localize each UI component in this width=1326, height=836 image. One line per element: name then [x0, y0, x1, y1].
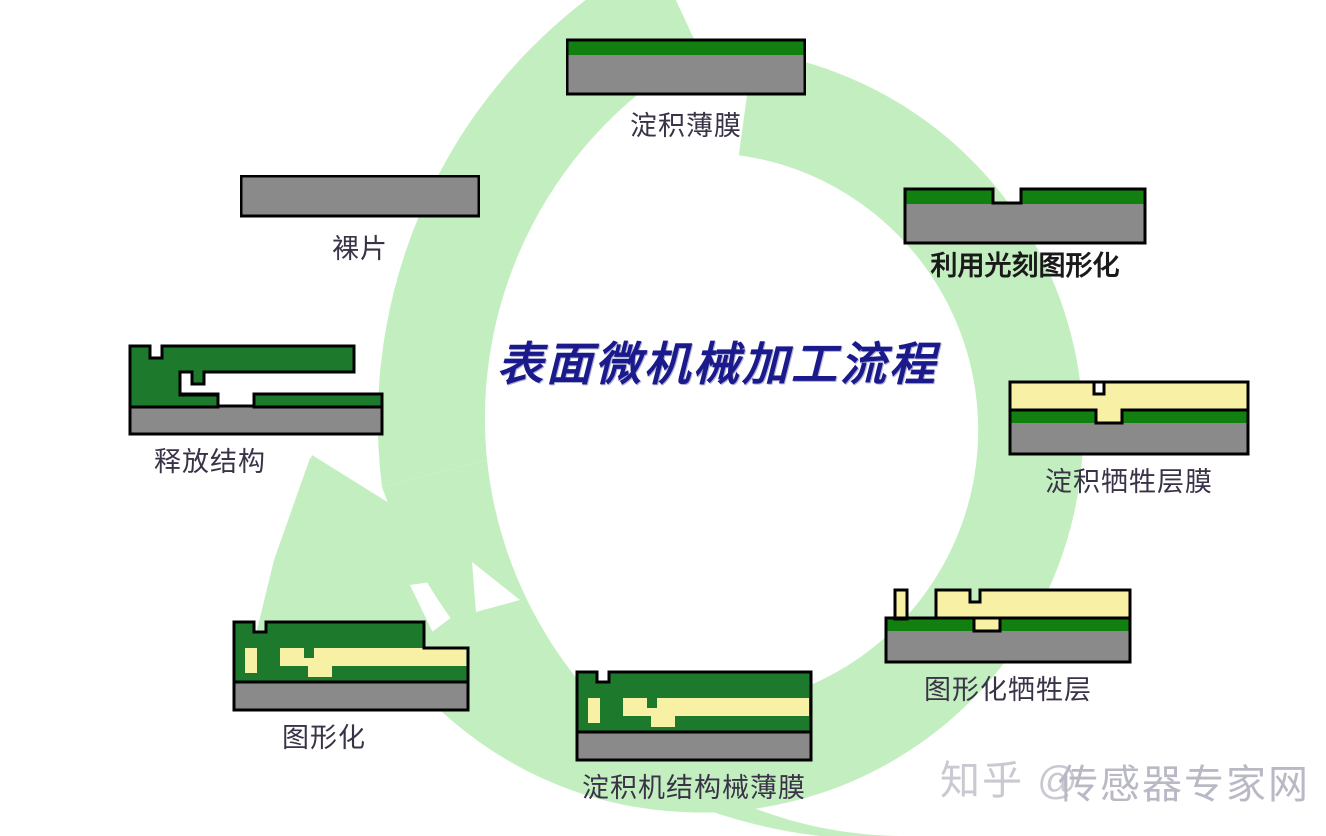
film-segment-right: [1021, 189, 1145, 204]
base-film-right: [252, 392, 384, 409]
step-deposit-sacrificial-film: 淀积牺牲层膜: [1008, 380, 1250, 497]
film-segment-left: [905, 189, 993, 204]
sacrificial-pillar: [893, 588, 909, 621]
step-deposit-structural-film: 淀积机结构械薄膜: [575, 670, 813, 803]
step-bare-die: 裸片: [239, 174, 481, 264]
deposit-sacrificial-figure: [1008, 380, 1250, 456]
film-segment-right: [1000, 618, 1130, 631]
substrate-layer: [905, 203, 1145, 243]
substrate-layer: [577, 732, 811, 760]
stack-outline: [903, 187, 1147, 245]
step-release-structure: 释放结构: [128, 344, 384, 477]
pattern-litho-figure: [903, 187, 1147, 245]
stack-outline: [565, 38, 807, 96]
sacrificial-island: [280, 648, 466, 677]
step-deposit-film: 淀积薄膜: [565, 38, 807, 141]
step-label-deposit-structural: 淀积机结构械薄膜: [582, 773, 806, 803]
film-segment-left: [886, 618, 974, 631]
released-beam: [128, 344, 356, 409]
substrate-layer: [567, 54, 805, 94]
step-label-release-structure: 释放结构: [154, 447, 266, 477]
watermark-zhihu: 知乎 @: [940, 759, 1080, 803]
step-label-deposit-sacrificial: 淀积牺牲层膜: [1045, 467, 1213, 497]
release-structure-figure: [128, 344, 384, 436]
stack-outline: [1008, 380, 1250, 456]
bare-die-figure: [239, 174, 481, 218]
stack-outline: [232, 620, 470, 712]
step-pattern-by-lithography: 利用光刻图形化: [903, 186, 1147, 281]
sacrificial-pillar: [245, 648, 257, 673]
watermark-site: 传感器专家网: [1058, 763, 1310, 807]
step-label-deposit-film: 淀积薄膜: [630, 111, 742, 141]
substrate-layer: [886, 630, 1130, 662]
step-label-pattern-litho: 利用光刻图形化: [930, 251, 1120, 281]
thin-film-layer: [567, 40, 805, 55]
film-segment-left: [1010, 410, 1096, 423]
deposit-film-figure: [565, 38, 807, 96]
step-pattern-structure: 图形化: [232, 620, 470, 753]
diagram-title: 表面微机械加工流程: [497, 339, 938, 390]
substrate-layer: [1010, 422, 1248, 454]
deposit-structural-figure: [575, 670, 813, 762]
stack-outline: [884, 616, 1132, 664]
arrowhead-notch: [472, 562, 520, 612]
pattern-structure-figure: [232, 620, 470, 712]
substrate-layer: [234, 682, 468, 710]
stack-outline: [575, 670, 813, 762]
step-label-pattern-sacrificial: 图形化牺牲层: [924, 675, 1092, 705]
pattern-sacrificial-figure: [884, 588, 1132, 664]
step-label-pattern-structure: 图形化: [282, 723, 366, 753]
film-segment-right: [1122, 410, 1248, 423]
step-label-bare-die: 裸片: [332, 234, 388, 264]
substrate-layer: [128, 404, 384, 436]
substrate-layer: [239, 174, 481, 218]
sacrificial-island: [623, 698, 809, 727]
step-pattern-sacrificial-layer: 图形化牺牲层: [884, 588, 1132, 705]
sacrificial-pillar: [588, 698, 600, 723]
